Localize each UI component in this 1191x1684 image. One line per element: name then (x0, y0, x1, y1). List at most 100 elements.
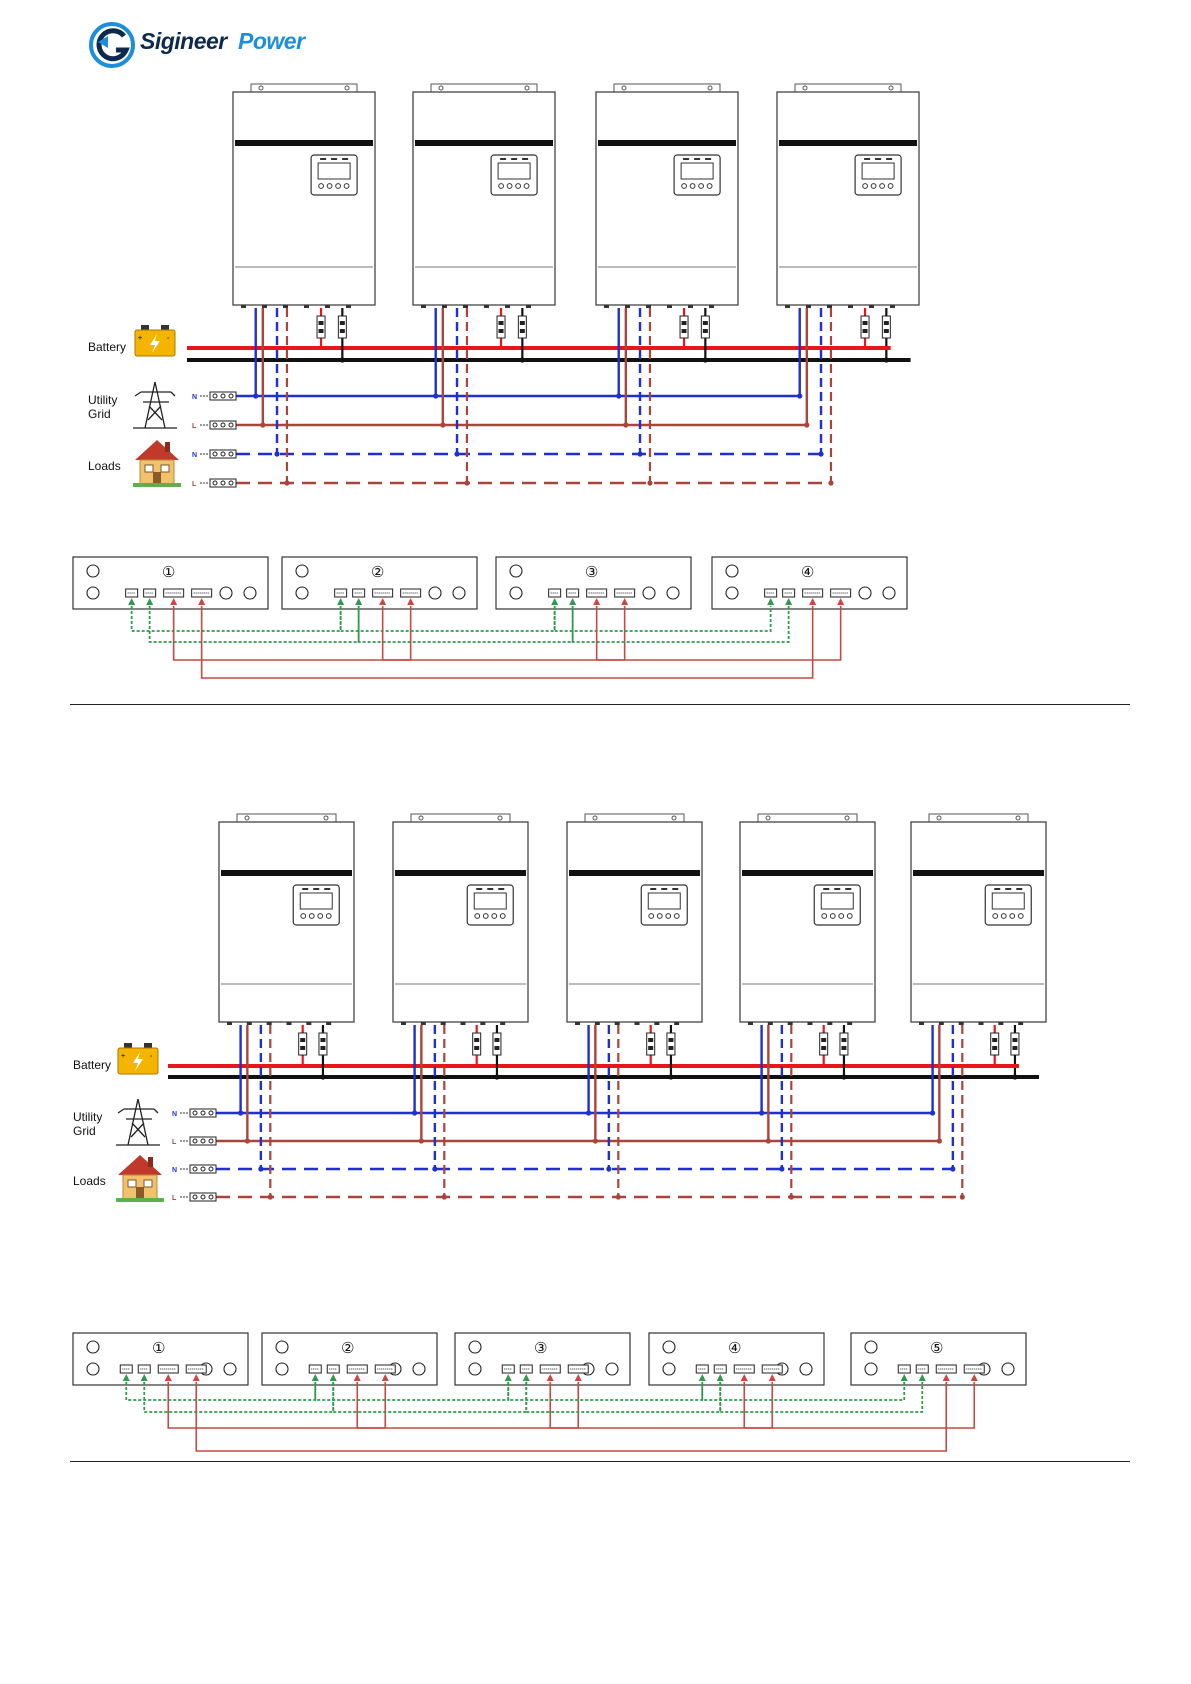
terminal-foot (847, 1022, 852, 1025)
junction-dot (442, 1194, 447, 1199)
terminal-foot (768, 1022, 773, 1025)
junction-dot (412, 1110, 417, 1115)
breaker (319, 1033, 327, 1055)
terminal-foot (827, 1022, 832, 1025)
battery-label: Battery (73, 1058, 111, 1072)
breaker-body (299, 1033, 307, 1055)
breaker-toggle (494, 1046, 499, 1050)
inverter-band (913, 870, 1044, 876)
lcd-indicator (994, 888, 1000, 890)
breaker-toggle (300, 1046, 305, 1050)
lcd-screen (821, 893, 853, 909)
battery-icon: +- (118, 1043, 158, 1074)
lcd-indicator (476, 888, 482, 890)
share-cable (526, 1382, 720, 1412)
comm-panel: ④ (649, 1333, 824, 1385)
breaker (647, 1033, 655, 1055)
panel-number: ⑤ (930, 1339, 943, 1357)
junction-dot (320, 1074, 325, 1079)
breaker-toggle (668, 1038, 673, 1042)
inverter-unit (393, 814, 528, 1025)
junction-dot (668, 1074, 673, 1079)
terminal-foot (788, 1022, 793, 1025)
junction-dot (419, 1138, 424, 1143)
inverter-unit (911, 814, 1046, 1025)
breaker (473, 1033, 481, 1055)
junction-dot (789, 1194, 794, 1199)
section-divider-2 (70, 1461, 1130, 1462)
junction-dot (950, 1166, 955, 1171)
junction-dot (1012, 1074, 1017, 1079)
junction-dot (258, 1166, 263, 1171)
house-door (136, 1187, 144, 1199)
inverter-band (221, 870, 352, 876)
lcd-screen (300, 893, 332, 909)
terminal-foot (267, 1022, 272, 1025)
terminal-foot (287, 1022, 292, 1025)
parallel-cable (357, 1382, 578, 1428)
comm-panel: ② (262, 1333, 437, 1385)
house-icon (116, 1155, 164, 1202)
five-unit-parallel-diagram: NLNL+-BatteryUtilityGridLoads①②③④⑤ (0, 0, 1191, 760)
junction-dot (616, 1194, 621, 1199)
breaker-toggle (494, 1038, 499, 1042)
breaker (299, 1033, 307, 1055)
parallel-cable (744, 1382, 974, 1428)
terminal-foot (421, 1022, 426, 1025)
terminal-foot (959, 1022, 964, 1025)
lcd-screen (992, 893, 1024, 909)
utility-label-line2: Grid (73, 1124, 96, 1138)
parallel-cable (168, 1382, 385, 1428)
diagram-group: NLNL+-BatteryUtilityGridLoads①②③④⑤ (73, 814, 1046, 1451)
comm-panel: ① (73, 1333, 248, 1385)
terminal-foot (227, 1022, 232, 1025)
terminal-foot (979, 1022, 984, 1025)
inverter-unit (219, 814, 354, 1025)
terminal-block (190, 1109, 216, 1117)
inverter-unit (740, 814, 875, 1025)
terminal-foot (919, 1022, 924, 1025)
junction-dot (268, 1194, 273, 1199)
junction-dot (779, 1166, 784, 1171)
terminal-block (190, 1165, 216, 1173)
lcd-indicator (672, 888, 678, 890)
breaker (667, 1033, 675, 1055)
terminal-foot (461, 1022, 466, 1025)
terminal-foot (939, 1022, 944, 1025)
comm-panel: ⑤ (851, 1333, 1026, 1385)
breaker-body (493, 1033, 501, 1055)
rail-terminal: N (172, 1109, 216, 1118)
loads-label: Loads (73, 1174, 106, 1188)
terminal-block (190, 1193, 216, 1201)
breaker-body (473, 1033, 481, 1055)
breaker-toggle (300, 1038, 305, 1042)
breaker-toggle (648, 1038, 653, 1042)
breaker-toggle (474, 1038, 479, 1042)
lcd-screen (648, 893, 680, 909)
lcd-indicator (487, 888, 493, 890)
lcd-indicator (498, 888, 504, 890)
share-cable (333, 1382, 526, 1412)
battery-plus: + (121, 1053, 125, 1060)
breaker-body (647, 1033, 655, 1055)
terminal-foot (998, 1022, 1003, 1025)
terminal-foot (441, 1022, 446, 1025)
parallel-ring-cable (196, 1382, 946, 1451)
lcd-indicator (661, 888, 667, 890)
breaker-toggle (821, 1038, 826, 1042)
lcd-indicator (324, 888, 330, 890)
terminal-foot (500, 1022, 505, 1025)
lcd-indicator (650, 888, 656, 890)
terminal-foot (306, 1022, 311, 1025)
lcd-indicator (823, 888, 829, 890)
house-window (128, 1180, 136, 1187)
breaker (991, 1033, 999, 1055)
breaker-toggle (841, 1038, 846, 1042)
junction-dot (238, 1110, 243, 1115)
terminal-label: N (172, 1111, 177, 1118)
breaker-toggle (668, 1046, 673, 1050)
breaker-toggle (841, 1046, 846, 1050)
breaker-body (1011, 1033, 1019, 1055)
breaker-body (991, 1033, 999, 1055)
junction-dot (930, 1110, 935, 1115)
